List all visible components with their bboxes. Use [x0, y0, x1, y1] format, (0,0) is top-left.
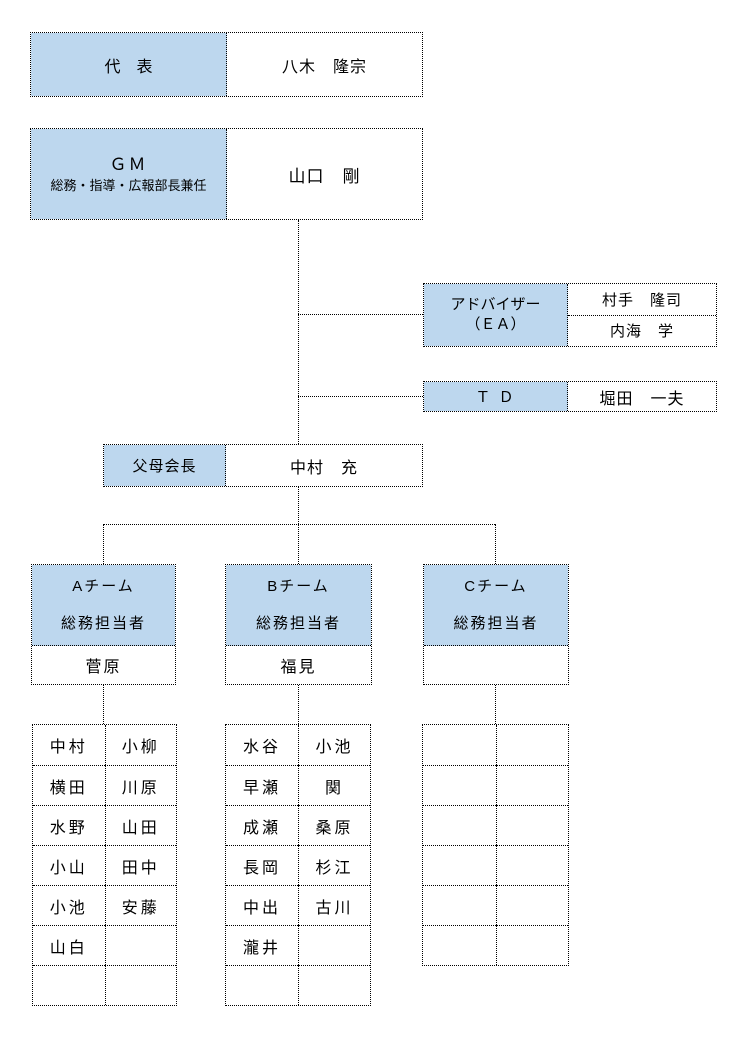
team-c-member-cell: [495, 925, 568, 965]
node-gm: ＧＭ 総務・指導・広報部長兼任 山口 剛: [30, 128, 423, 220]
team-a-member-cell: 安藤: [104, 885, 176, 925]
team-a-member-cell: 山田: [104, 805, 176, 845]
advisor-title-line2: （ＥＡ）: [465, 316, 526, 333]
connector-team-c-drop: [495, 524, 496, 564]
team-a-manager-cell: 菅原: [85, 659, 122, 676]
team-c-box: Cチーム 総務担当者: [423, 564, 569, 685]
team-b-member-cell: 早瀬: [226, 765, 298, 805]
team-c-member-cell: [423, 885, 496, 925]
team-b-role: 総務担当者: [255, 615, 341, 632]
team-b-member-cell: 長岡: [226, 845, 298, 885]
team-c-member-cell: [423, 725, 496, 765]
advisor-name-1: 村手 隆司: [601, 291, 682, 309]
president-name-cell: 八木 隆宗: [281, 58, 367, 76]
team-b-member-cell: 杉江: [298, 845, 370, 885]
team-c-member-cell: [423, 805, 496, 845]
team-b-member-cell: 関: [298, 765, 370, 805]
team-a-member-cell: 田中: [104, 845, 176, 885]
team-c-member-cell: [495, 845, 568, 885]
team-c-member-cell: [495, 765, 568, 805]
node-president: 代 表 八木 隆宗: [30, 32, 423, 97]
team-a-member-cell: 中村: [49, 739, 88, 756]
team-c-label: Cチーム: [464, 578, 528, 595]
gm-subtitle: 総務・指導・広報部長兼任: [50, 177, 207, 193]
team-b-member-cell: 成瀬: [226, 805, 298, 845]
team-b-member-cell: [226, 965, 298, 1005]
advisor-title-line1: アドバイザー: [450, 295, 541, 313]
team-b-label: Bチーム: [267, 578, 330, 595]
team-c-member-cell: [423, 845, 496, 885]
team-c-role: 総務担当者: [453, 615, 539, 632]
team-b-manager-cell: 福見: [280, 659, 317, 676]
gm-name-cell: 山口 剛: [288, 166, 361, 186]
team-a-header: Aチーム 総務担当者: [32, 565, 175, 646]
node-parents-chair: 父母会長 中村 充: [103, 444, 423, 487]
advisor-name-2: 内海 学: [568, 314, 716, 347]
connector-teams-branch: [103, 524, 495, 525]
team-a-label: Aチーム: [72, 578, 135, 595]
gm-title-cell: ＧＭ 総務・指導・広報部長兼任: [31, 129, 227, 219]
team-a-member-cell: [104, 965, 176, 1005]
team-b-header: Bチーム 総務担当者: [226, 565, 371, 646]
td-title-cell: Ｔ Ｄ: [424, 382, 568, 411]
team-c-member-cell: [495, 805, 568, 845]
team-b-member-cell: 瀧井: [226, 925, 298, 965]
connector-team-c-table: [495, 685, 496, 724]
parents-chair-title-cell: 父母会長: [104, 445, 226, 486]
team-a-member-cell: 小池: [33, 885, 105, 925]
connector-team-b-drop: [298, 524, 299, 564]
connector-team-b-table: [298, 685, 299, 724]
advisor-names: 村手 隆司 内海 学: [568, 284, 716, 346]
team-a-member-cell: 山白: [33, 925, 105, 965]
connector-team-a-drop: [103, 524, 104, 564]
advisor-title-cell: アドバイザー （ＥＡ）: [424, 284, 568, 346]
team-a-member-cell: [104, 925, 176, 965]
team-a-member-cell: 川原: [104, 765, 176, 805]
team-b-member-cell: 桑原: [298, 805, 370, 845]
td-name-cell: 堀田 一夫: [599, 390, 685, 408]
team-b-box: Bチーム 総務担当者 福見: [225, 564, 372, 685]
team-b-member-table: 水谷 小池 早瀬 関 成瀬 桑原 長岡 杉江 中出 古川 瀧井: [225, 724, 371, 1006]
connector-team-a-table: [103, 685, 104, 724]
node-td: Ｔ Ｄ 堀田 一夫: [423, 381, 717, 412]
parents-chair-name-cell: 中村 充: [289, 459, 358, 477]
team-a-member-cell: [33, 965, 105, 1005]
connector-gm-down: [298, 220, 299, 444]
team-c-manager-cell: [424, 646, 568, 684]
team-b-member-cell: 中出: [226, 885, 298, 925]
team-c-member-cell: [495, 885, 568, 925]
gm-title: ＧＭ: [109, 154, 148, 174]
team-a-box: Aチーム 総務担当者 菅原: [31, 564, 176, 685]
connector-chair-down: [298, 487, 299, 524]
team-b-member-cell: [298, 965, 370, 1005]
team-c-header: Cチーム 総務担当者: [424, 565, 568, 646]
team-b-member-cell: [298, 925, 370, 965]
team-a-role: 総務担当者: [60, 615, 146, 632]
connector-to-td: [298, 396, 423, 397]
president-title-cell: 代 表: [31, 33, 227, 96]
team-a-member-cell: 横田: [33, 765, 105, 805]
connector-to-advisor: [298, 314, 423, 315]
team-a-member-cell: 水野: [33, 805, 105, 845]
team-b-member-cell: 古川: [298, 885, 370, 925]
team-c-member-table: [422, 724, 569, 966]
team-b-member-cell: 水谷: [242, 739, 281, 756]
team-c-member-cell: [495, 725, 569, 765]
node-advisor: アドバイザー （ＥＡ） 村手 隆司 内海 学: [423, 283, 717, 347]
team-b-member-cell: 小池: [298, 725, 370, 765]
team-a-member-cell: 小柳: [104, 725, 177, 765]
team-a-member-cell: 小山: [33, 845, 105, 885]
team-c-member-cell: [423, 925, 496, 965]
team-a-member-table: 中村 小柳 横田 川原 水野 山田 小山 田中 小池 安藤 山白: [32, 724, 177, 1006]
team-c-member-cell: [423, 765, 496, 805]
